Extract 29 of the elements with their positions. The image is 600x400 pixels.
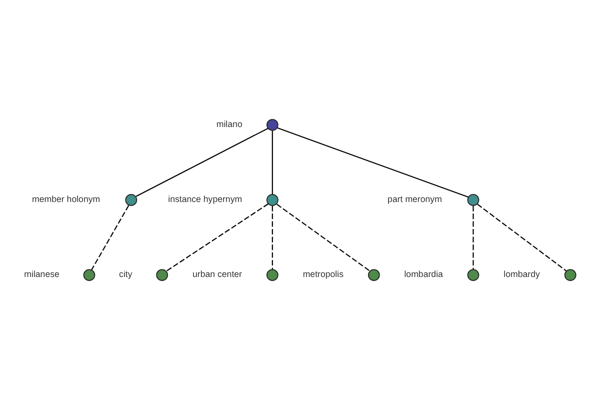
connector — [91, 205, 130, 270]
node-label: part meronym — [388, 194, 442, 204]
connector — [277, 127, 469, 198]
connector — [472, 206, 474, 270]
connector — [136, 128, 268, 197]
node-circle — [564, 269, 576, 281]
node-circle — [156, 269, 168, 281]
node-label: instance hypernym — [168, 194, 242, 204]
node-circle — [368, 269, 380, 281]
node-label: milano — [216, 119, 242, 130]
node-circle — [125, 194, 138, 206]
connector — [272, 130, 273, 194]
node-label: city — [119, 269, 132, 280]
connector — [477, 204, 567, 272]
node-label: lombardy — [504, 269, 540, 280]
node-label: milanese — [24, 269, 60, 280]
connector — [166, 203, 269, 272]
node-circle — [266, 119, 278, 131]
node-circle — [467, 269, 480, 281]
node-label: lombardia — [404, 269, 443, 280]
node-label: metropolis — [302, 269, 344, 280]
connector — [272, 206, 273, 270]
connector — [276, 204, 370, 272]
node-circle — [266, 194, 278, 206]
node-label: urban center — [192, 269, 242, 280]
node-circle — [83, 269, 96, 281]
node-circle — [467, 194, 480, 206]
node-label: member holonym — [32, 194, 100, 204]
node-circle — [266, 269, 278, 281]
